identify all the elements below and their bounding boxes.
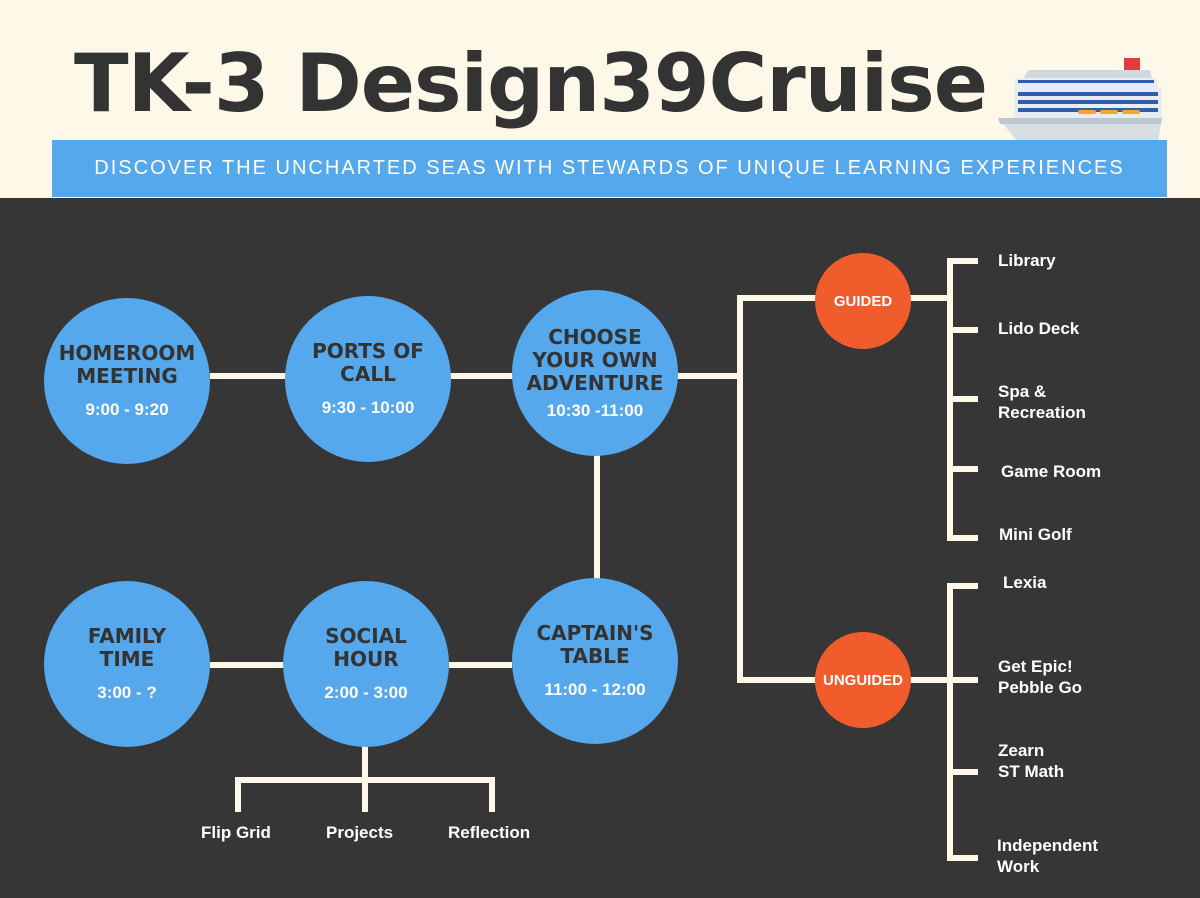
captains-table-node: CAPTAIN'S TABLE 11:00 - 12:00	[512, 578, 678, 744]
connector-lines	[210, 258, 978, 861]
unguided-item-independent-work: Independent Work	[997, 836, 1099, 876]
choose-your-own-adventure-time: 10:30 -11:00	[546, 400, 644, 420]
diagram-area: HOMEROOM MEETING 9:00 - 9:20 PORTS OF CA…	[0, 198, 1200, 898]
social-hour-label: SOCIAL HOUR	[325, 624, 407, 671]
header: TK-3 Design39Cruise DISCOVER THE UNCHART…	[0, 0, 1200, 200]
homeroom-meeting-label: HOMEROOM MEETING	[58, 341, 196, 388]
ports-of-call-label: PORTS OF CALL	[312, 339, 424, 386]
guided-item-lido-deck: Lido Deck	[998, 319, 1080, 338]
unguided-node: UNGUIDED	[815, 632, 911, 728]
subtitle-banner: DISCOVER THE UNCHARTED SEAS WITH STEWARD…	[52, 140, 1167, 197]
cruise-ship-icon	[998, 58, 1162, 142]
social-hour-node: SOCIAL HOUR 2:00 - 3:00	[283, 581, 449, 747]
social-activity-reflection: Reflection	[448, 823, 531, 842]
guided-item-library: Library	[998, 251, 1056, 270]
ports-of-call-time: 9:30 - 10:00	[321, 398, 415, 417]
guided-item-mini-golf: Mini Golf	[999, 525, 1072, 544]
choose-your-own-adventure-label: CHOOSE YOUR OWN ADVENTURE	[526, 324, 664, 395]
guided-item-game-room: Game Room	[1001, 462, 1102, 481]
ports-of-call-node: PORTS OF CALL 9:30 - 10:00	[285, 296, 451, 462]
unguided-item-get-epic: Get Epic! Pebble Go	[998, 657, 1083, 697]
unguided-item-zearn: Zearn ST Math	[998, 741, 1065, 781]
family-time-time: 3:00 - ?	[97, 683, 157, 702]
page-title: TK-3 Design39Cruise	[74, 37, 988, 130]
guided-item-spa-recreation: Spa & Recreation	[998, 382, 1086, 422]
social-hour-time: 2:00 - 3:00	[324, 683, 408, 702]
unguided-item-lexia: Lexia	[1003, 573, 1047, 592]
social-activity-projects: Projects	[326, 823, 394, 842]
captains-table-time: 11:00 - 12:00	[544, 680, 646, 699]
choose-your-own-adventure-node: CHOOSE YOUR OWN ADVENTURE 10:30 -11:00	[512, 290, 678, 456]
homeroom-meeting-time: 9:00 - 9:20	[85, 400, 169, 419]
family-time-label: FAMILY TIME	[87, 624, 167, 671]
social-activity-flip-grid: Flip Grid	[201, 823, 271, 842]
homeroom-meeting-node: HOMEROOM MEETING 9:00 - 9:20	[44, 298, 210, 464]
captains-table-label: CAPTAIN'S TABLE	[536, 621, 654, 668]
guided-node: GUIDED	[815, 253, 911, 349]
family-time-node: FAMILY TIME 3:00 - ?	[44, 581, 210, 747]
